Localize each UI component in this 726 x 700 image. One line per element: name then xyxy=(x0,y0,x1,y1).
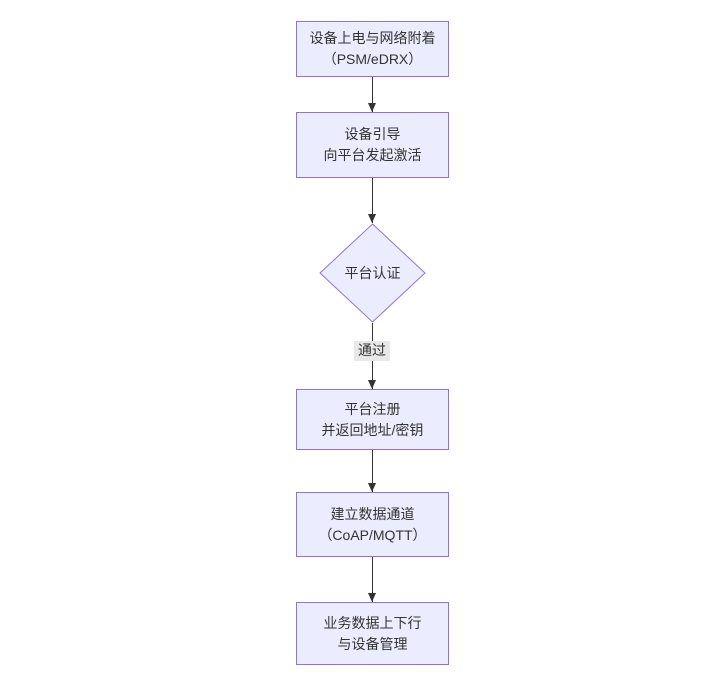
flow-arrow-down xyxy=(368,557,376,602)
edge-label-pass: 通过 xyxy=(354,341,390,361)
flow-arrow-down xyxy=(368,450,376,492)
node-text-line: 建立数据通道 xyxy=(330,505,415,522)
flow-arrow-down xyxy=(368,77,376,112)
node-text-line: 向平台发起激活 xyxy=(323,147,422,163)
node-text-line: （CoAP/MQTT） xyxy=(318,526,427,543)
flow-arrow-down xyxy=(368,178,376,223)
flow-node-data-channel: 建立数据通道 （CoAP/MQTT） xyxy=(296,492,449,557)
node-text-line: 设备上电与网络附着 xyxy=(309,30,436,46)
node-text-line: （PSM/eDRX） xyxy=(322,51,423,67)
node-text-line: 平台注册 xyxy=(344,400,401,417)
flow-node-platform-register: 平台注册 并返回地址/密钥 xyxy=(296,389,449,450)
node-text-line: 并返回地址/密钥 xyxy=(321,421,424,438)
node-text-line: 平台认证 xyxy=(344,265,401,281)
flow-node-power-network-attach: 设备上电与网络附着 （PSM/eDRX） xyxy=(296,21,449,77)
decision-node-platform-auth: 平台认证 xyxy=(319,223,426,323)
node-text-line: 与设备管理 xyxy=(337,635,408,652)
flow-node-bootstrap-activate: 设备引导 向平台发起激活 xyxy=(296,112,449,178)
flow-node-business-data-mgmt: 业务数据上下行 与设备管理 xyxy=(296,602,449,665)
node-text-line: 业务数据上下行 xyxy=(323,614,422,631)
node-text-line: 设备引导 xyxy=(344,126,401,142)
diamond-shape xyxy=(319,223,426,323)
